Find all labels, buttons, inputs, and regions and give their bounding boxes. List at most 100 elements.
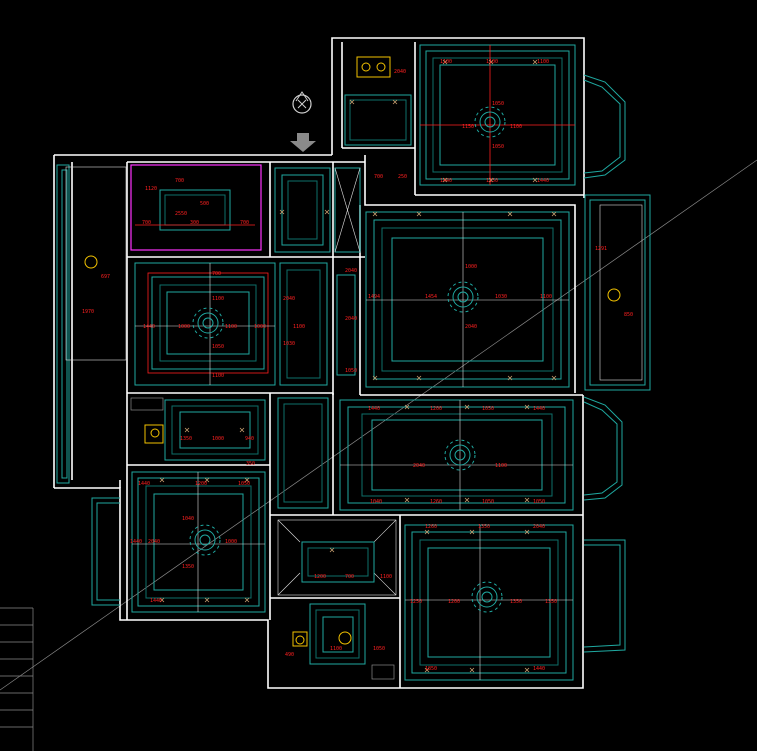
dim-label: 1350 <box>545 599 557 605</box>
dim-label: 1200 <box>430 406 442 412</box>
dim-label: 1100 <box>510 124 522 130</box>
construction-line <box>0 159 757 691</box>
dim-label: 1350 <box>510 599 522 605</box>
balcony-right <box>584 194 651 391</box>
dim-label: 1350 <box>182 564 194 570</box>
dim-label: 700 <box>212 271 221 277</box>
dimensions-bathroom-bottom: 1350 1000 940 1200 700 1100 1100 1050 49… <box>180 436 392 658</box>
bay-windows <box>91 74 626 653</box>
ceiling-kitchen-top <box>344 56 412 146</box>
dim-label: 700 <box>142 220 151 226</box>
dim-label: 1050 <box>482 499 494 505</box>
dim-label: 2040 <box>394 69 406 75</box>
dim-label: 1050 <box>492 101 504 107</box>
dim-label: 1850 <box>425 666 437 672</box>
balcony-left <box>56 164 127 484</box>
dimensions-bedroom-bottom-left: 1440 1200 1050 1440 2040 1000 1040 1350 … <box>130 481 250 604</box>
dim-label: 2550 <box>175 211 187 217</box>
dim-label: 1000 <box>178 324 190 330</box>
dim-label: 1494 <box>368 294 380 300</box>
dim-label: 1000 <box>254 324 266 330</box>
lamp-points <box>159 59 557 673</box>
dim-label: 1200 <box>314 574 326 580</box>
dim-label: 1350 <box>180 436 192 442</box>
dimensions-bedroom-bottom-right: 1260 1350 2040 1250 1200 1350 1350 1850 … <box>410 524 557 672</box>
dim-label: 1200 <box>195 481 207 487</box>
dim-label: 700 <box>374 174 383 180</box>
dim-label: 1100 <box>330 646 342 652</box>
dimensions-bathroom-pink: 1120 700 2550 500 700 300 700 <box>142 178 249 226</box>
dim-label: 1040 <box>182 516 194 522</box>
dim-label: 1100 <box>212 296 224 302</box>
ceiling-living-room <box>134 262 356 386</box>
dim-label: 300 <box>190 220 199 226</box>
dim-label: 2040 <box>533 524 545 530</box>
dim-label: 700 <box>175 178 184 184</box>
dim-label: 1200 <box>448 599 460 605</box>
dim-label: 1050 <box>212 344 224 350</box>
dim-label: 700 <box>345 574 354 580</box>
dimensions-bedroom-mid-right: 1440 1200 1050 1440 2040 1100 1040 1260 … <box>368 406 545 505</box>
dim-label: 1350 <box>478 524 490 530</box>
dim-label: 1970 <box>82 309 94 315</box>
ceiling-bathroom-small <box>130 397 329 509</box>
ceiling-top-right-bedroom <box>419 44 576 186</box>
dimensions-living-room: 1440 1000 1100 1000 700 1100 1050 1100 2… <box>143 268 357 379</box>
dimensions-top-right-bedroom: 1100 1100 1100 1440 1150 1440 1150 1100 … <box>440 59 549 184</box>
dim-label: 1440 <box>440 178 452 184</box>
dim-label: 2040 <box>345 316 357 322</box>
ceiling-bedroom-mid-right <box>339 399 574 511</box>
dim-label: 1100 <box>540 294 552 300</box>
layer-grid <box>0 607 34 751</box>
dim-label: 250 <box>398 174 407 180</box>
dim-label: 1050 <box>533 499 545 505</box>
downlight-icon <box>84 255 621 645</box>
dimensions-left-balcony: 1970 697 <box>82 274 110 315</box>
dim-label: 1250 <box>410 599 422 605</box>
chandelier-icon <box>189 106 506 613</box>
dim-label: 1260 <box>430 499 442 505</box>
dim-label: 700 <box>240 220 249 226</box>
dim-label: 1050 <box>345 368 357 374</box>
dim-label: 1454 <box>425 294 437 300</box>
dim-label: 1440 <box>537 178 549 184</box>
dim-label: 1150 <box>486 178 498 184</box>
dim-label: 1100 <box>380 574 392 580</box>
dim-label: 1440 <box>130 539 142 545</box>
ceiling-bedroom-bottom-right <box>404 524 574 681</box>
dim-label: 940 <box>245 436 254 442</box>
ceiling-bathroom-pink <box>130 164 262 251</box>
ceiling-bedroom-bottom-left <box>131 471 266 613</box>
ceiling-dining-room <box>365 211 570 388</box>
dim-label: 1100 <box>212 373 224 379</box>
dim-label: 1150 <box>462 124 474 130</box>
dim-label: 1050 <box>238 481 250 487</box>
dim-label: 1100 <box>495 463 507 469</box>
dim-label: 1100 <box>537 59 549 65</box>
north-arrow-icon <box>292 91 312 114</box>
dim-label: 1100 <box>293 324 305 330</box>
dimensions-balcony-small: 700 250 <box>374 174 407 180</box>
outer-walls <box>53 37 585 689</box>
dim-label: 1000 <box>225 539 237 545</box>
dim-label: 2040 <box>283 296 295 302</box>
dim-label: 1120 <box>145 186 157 192</box>
entrance-arrow-icon <box>290 133 316 152</box>
dim-label: 500 <box>200 201 209 207</box>
dim-label: 2040 <box>148 539 160 545</box>
dim-label: 1440 <box>150 598 162 604</box>
dim-label: 1440 <box>143 324 155 330</box>
dim-label: 850 <box>624 312 633 318</box>
dim-label: 1291 <box>595 246 607 252</box>
dimensions-kitchen-top: 2040 <box>394 69 406 75</box>
dim-label: 1100 <box>225 324 237 330</box>
dimensions-dining-room: 1494 1454 1030 1100 1000 2040 <box>368 264 552 330</box>
dim-label: 1100 <box>486 59 498 65</box>
dim-label: 1050 <box>482 406 494 412</box>
dim-label: 2040 <box>345 268 357 274</box>
dim-label: 697 <box>101 274 110 280</box>
dim-label: 1050 <box>492 144 504 150</box>
ceiling-corridor <box>274 167 361 253</box>
dim-label: 1440 <box>138 481 150 487</box>
